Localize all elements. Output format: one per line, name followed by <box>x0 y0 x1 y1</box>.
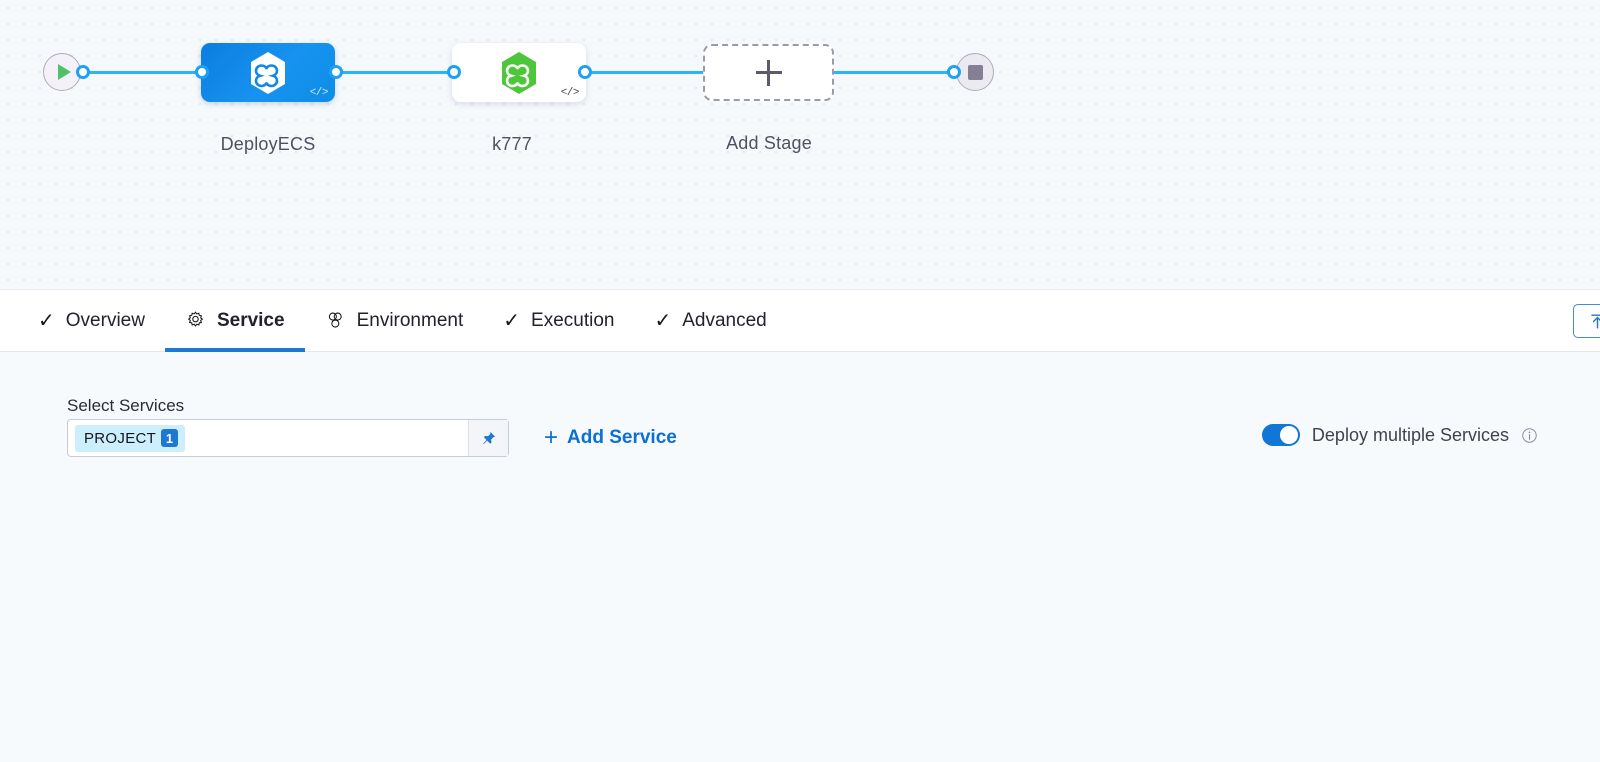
project-scope-chip[interactable]: PROJECT 1 <box>75 424 186 452</box>
pipeline-stage-k777[interactable]: </> <box>452 43 586 102</box>
pipeline-canvas[interactable]: </> DeployECS </> k777 Add Stage <box>0 0 1600 290</box>
tab-advanced[interactable]: ✓ Advanced <box>634 290 786 352</box>
deploy-multiple-services-toggle[interactable] <box>1261 424 1300 446</box>
port-deployecs-out[interactable] <box>329 65 343 79</box>
edge-start-to-deployecs <box>88 71 208 74</box>
port-end-in[interactable] <box>947 65 961 79</box>
pipeline-end-node[interactable] <box>956 53 994 91</box>
stage-code-icon[interactable]: </> <box>309 87 329 99</box>
service-tab-panel: Select Services PROJECT 1 + Add Service … <box>0 352 1600 762</box>
add-stage-button[interactable] <box>703 44 834 101</box>
tab-environment[interactable]: Environment <box>305 290 484 352</box>
pipeline-stage-deployecs[interactable]: </> <box>201 43 335 102</box>
add-stage-label: Add Stage <box>726 133 812 153</box>
check-icon: ✓ <box>654 309 672 332</box>
toggle-knob <box>1279 426 1298 444</box>
check-icon: ✓ <box>38 309 55 332</box>
plus-icon: + <box>544 424 559 451</box>
port-deployecs-in[interactable] <box>195 65 209 79</box>
tab-label: Service <box>216 309 285 331</box>
select-services-pin-button[interactable] <box>468 420 508 456</box>
gear-icon <box>187 311 204 327</box>
harness-hexagon-icon <box>251 51 285 94</box>
add-service-button[interactable]: + Add Service <box>544 426 677 450</box>
pin-icon <box>483 431 496 444</box>
port-start-out[interactable] <box>76 65 90 79</box>
tab-label: Execution <box>531 309 615 331</box>
edge-k777-to-addstage <box>580 71 708 74</box>
edge-deployecs-to-k777 <box>330 71 458 74</box>
harness-hexagon-icon <box>502 51 536 94</box>
check-icon: ✓ <box>503 309 521 332</box>
upload-icon <box>1591 313 1600 329</box>
port-k777-in[interactable] <box>447 65 461 79</box>
tab-overview[interactable]: ✓ Overview <box>18 290 165 352</box>
deploy-multiple-services-row[interactable]: Deploy multiple Services <box>1261 424 1538 446</box>
play-icon <box>57 64 71 80</box>
tab-label: Advanced <box>682 309 767 331</box>
select-services-label: Select Services <box>67 396 185 415</box>
tab-execution[interactable]: ✓ Execution <box>483 290 634 352</box>
stage-code-icon[interactable]: </> <box>560 87 580 99</box>
stop-icon <box>967 64 983 80</box>
pipeline-start-node[interactable] <box>43 53 81 91</box>
save-as-template-button[interactable]: S <box>1572 304 1600 338</box>
chip-label: PROJECT <box>84 429 157 447</box>
pipeline-stage-label-k777: k777 <box>492 134 532 154</box>
info-icon[interactable] <box>1521 427 1538 444</box>
tab-service[interactable]: Service <box>164 290 305 352</box>
infrastructure-icon <box>328 312 342 328</box>
select-services-input[interactable]: PROJECT 1 <box>67 419 509 457</box>
chip-count-badge: 1 <box>161 429 179 447</box>
deploy-multiple-services-label: Deploy multiple Services <box>1311 424 1509 445</box>
pipeline-stage-label-deployecs: DeployECS <box>220 134 316 154</box>
tab-label: Overview <box>65 309 145 331</box>
add-service-label: Add Service <box>567 427 677 448</box>
port-k777-out[interactable] <box>578 65 592 79</box>
stage-config-tabs: ✓ Overview Service Environment ✓ Executi… <box>0 290 1600 352</box>
edge-addstage-to-end <box>830 71 964 74</box>
plus-icon <box>755 71 782 74</box>
tab-label: Environment <box>356 309 464 331</box>
